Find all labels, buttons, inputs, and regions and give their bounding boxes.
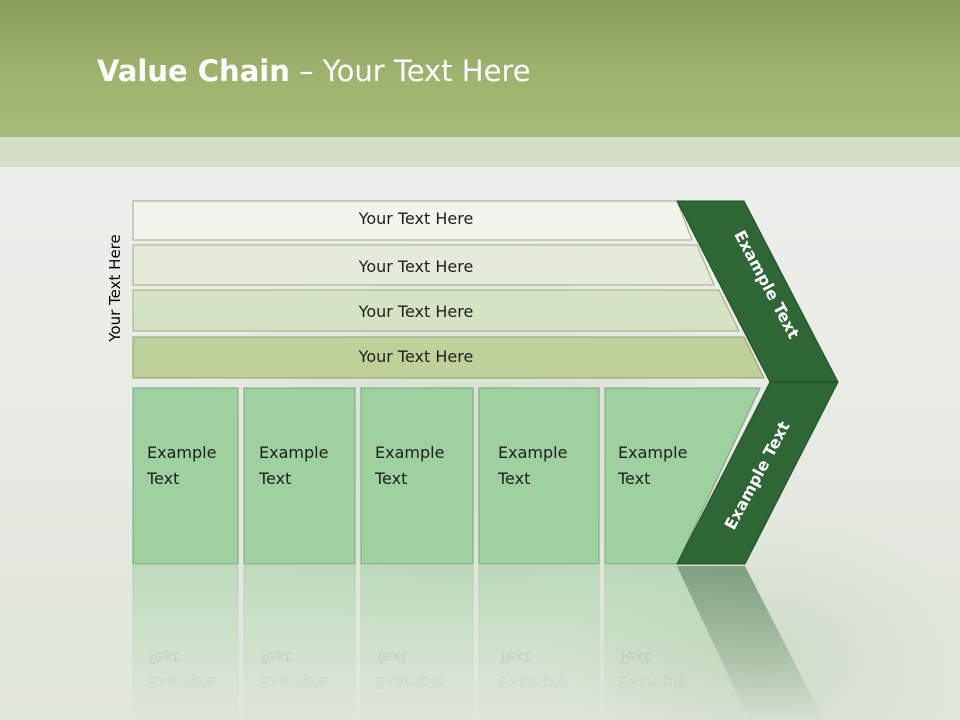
cell-5-line-1: Example	[618, 443, 687, 462]
page-title: Value Chain – Your Text Here	[97, 54, 531, 88]
reflection-label: Example	[498, 673, 567, 692]
reflection: Text Example Text Example Text Example T…	[132, 565, 824, 720]
row-label-3: Your Text Here	[358, 302, 474, 321]
title-rest: – Your Text Here	[289, 54, 531, 88]
reflection-label: Text	[146, 648, 179, 667]
cell-3-line-2: Text	[374, 469, 407, 488]
reflection-label: Text	[617, 648, 650, 667]
reflection-label: Example	[259, 673, 328, 692]
reflection-label: Text	[258, 648, 291, 667]
chevron-arrow: Example Text Example Text	[676, 200, 839, 565]
row-band-1	[132, 200, 693, 241]
header-band	[0, 137, 960, 167]
cell-5-line-2: Text	[617, 469, 650, 488]
row-band-2	[132, 244, 715, 286]
activity-cell-3	[360, 387, 474, 565]
reflection-label: Text	[374, 648, 407, 667]
reflection-labels: Text Example Text Example Text Example T…	[146, 648, 687, 692]
row-band-4	[132, 336, 765, 379]
reflection-label: Text	[497, 648, 530, 667]
title-bold: Value Chain	[97, 54, 290, 88]
row-band-3	[132, 289, 740, 332]
row-label-2: Your Text Here	[358, 257, 474, 276]
activity-cell-4	[478, 387, 600, 565]
row-label-4: Your Text Here	[358, 347, 474, 366]
cell-4-line-1: Example	[498, 443, 567, 462]
chevron-arrow-lower	[676, 381, 839, 565]
cell-3-line-1: Example	[375, 443, 444, 462]
cell-4-line-2: Text	[497, 469, 530, 488]
row-label-1: Your Text Here	[358, 209, 474, 228]
reflection-label: Example	[147, 673, 216, 692]
activity-cell-1	[132, 387, 239, 565]
cell-2-line-2: Text	[258, 469, 291, 488]
activity-cells: Example Text Example Text Example Text E…	[132, 387, 761, 565]
row-stack: Your Text Here Your Text Here Your Text …	[132, 200, 765, 379]
cell-1-line-1: Example	[147, 443, 216, 462]
cell-1-line-2: Text	[146, 469, 179, 488]
reflection-label: Example	[375, 673, 444, 692]
reflection-label: Example	[618, 673, 687, 692]
header-bar	[0, 0, 960, 137]
cell-2-line-1: Example	[259, 443, 328, 462]
activity-cell-2	[243, 387, 356, 565]
